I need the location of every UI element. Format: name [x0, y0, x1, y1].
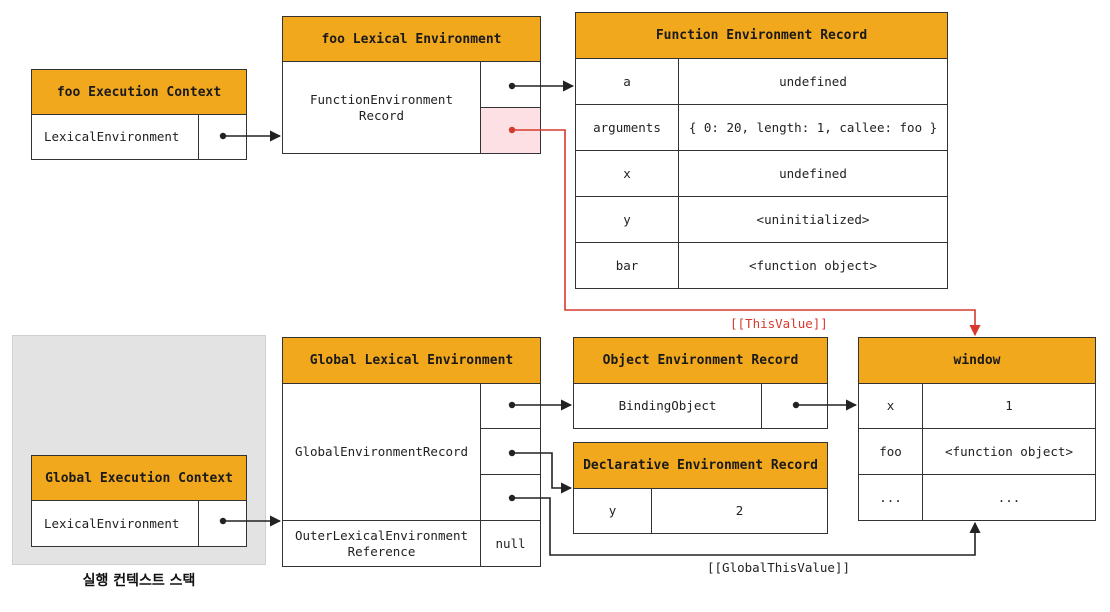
window-row-foo-name: foo [858, 428, 923, 475]
function-environment-record-header: Function Environment Record [575, 12, 948, 59]
window-row-x-value: 1 [922, 383, 1096, 429]
stack-caption: 실행 컨텍스트 스택 [82, 573, 196, 589]
fer-row-a-name: a [575, 58, 679, 105]
der-row-y-value: 2 [651, 488, 828, 534]
global-this-value-edge-label: [[GlobalThisValue]] [707, 560, 850, 575]
oer-binding-object-pointer [761, 383, 828, 429]
global-execution-context-header: Global Execution Context [31, 455, 247, 501]
global-lexical-environment-header: Global Lexical Environment [282, 337, 541, 384]
this-value-edge-label: [[ThisValue]] [730, 316, 828, 331]
foo-le-function-environment-record-label: FunctionEnvironment Record [282, 61, 481, 154]
fer-row-a-value: undefined [678, 58, 948, 105]
outer-lexical-environment-reference-label: OuterLexicalEnvironment Reference [282, 520, 481, 567]
der-row-y-name: y [573, 488, 652, 534]
fer-row-x-name: x [575, 150, 679, 197]
foo-execution-context-header: foo Execution Context [31, 69, 247, 115]
fer-row-bar-value: <function object> [678, 242, 948, 289]
global-ec-lexical-environment-label: LexicalEnvironment [31, 500, 199, 547]
ger-global-this-pointer [480, 474, 541, 521]
global-ec-lexical-environment-pointer [198, 500, 247, 547]
fer-row-y-value: <uninitialized> [678, 196, 948, 243]
foo-ec-lexical-environment-label: LexicalEnvironment [31, 114, 199, 160]
foo-ec-lexical-environment-pointer [198, 114, 247, 160]
ger-declarative-record-pointer [480, 428, 541, 475]
foo-lexical-environment-header: foo Lexical Environment [282, 16, 541, 62]
object-environment-record-header: Object Environment Record [573, 337, 828, 384]
fer-row-arguments-name: arguments [575, 104, 679, 151]
global-environment-record-label: GlobalEnvironmentRecord [282, 383, 481, 521]
window-row-more-value: ... [922, 474, 1096, 521]
oer-binding-object-label: BindingObject [573, 383, 762, 429]
fer-row-x-value: undefined [678, 150, 948, 197]
fer-row-arguments-value: { 0: 20, length: 1, callee: foo } [678, 104, 948, 151]
window-row-x-name: x [858, 383, 923, 429]
fer-row-bar-name: bar [575, 242, 679, 289]
window-object-header: window [858, 337, 1096, 384]
window-row-more-name: ... [858, 474, 923, 521]
foo-le-record-pointer [480, 61, 541, 108]
outer-lexical-environment-reference-value: null [480, 520, 541, 567]
ger-object-record-pointer [480, 383, 541, 429]
fer-row-y-name: y [575, 196, 679, 243]
window-row-foo-value: <function object> [922, 428, 1096, 475]
declarative-environment-record-header: Declarative Environment Record [573, 442, 828, 489]
foo-le-this-pointer [480, 107, 541, 154]
